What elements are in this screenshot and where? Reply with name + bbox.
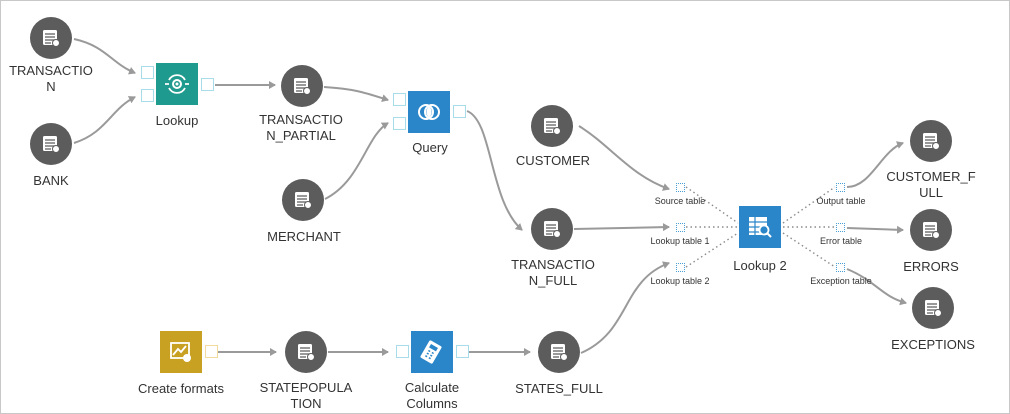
output-table-label: Output table <box>816 196 866 206</box>
lookup-table-2-port[interactable] <box>676 263 685 272</box>
create-formats-output-port[interactable] <box>205 345 218 358</box>
exception-table-port[interactable] <box>836 263 845 272</box>
edge-states-full-lookup2 <box>580 261 670 354</box>
lookup-output-port[interactable] <box>201 78 214 91</box>
table-icon <box>295 192 312 209</box>
query-output-port[interactable] <box>453 105 466 118</box>
transaction-partial-node[interactable] <box>281 65 323 107</box>
edge-merchant-query <box>324 122 389 200</box>
calculator-icon <box>420 340 442 364</box>
lookup-table-1-label: Lookup table 1 <box>650 236 710 246</box>
calculate-columns-label: Calculate Columns <box>404 380 460 411</box>
transaction-partial-label: TRANSACTIO N_PARTIAL <box>259 112 343 143</box>
lookup-input-port-2[interactable] <box>141 89 154 102</box>
edge-transaction-full-lookup1 <box>573 223 670 232</box>
transaction-full-label: TRANSACTIO N_FULL <box>511 257 595 288</box>
query-icon <box>418 104 440 120</box>
edge-transaction-lookup <box>73 38 136 75</box>
edge-output-customer-full <box>846 141 904 188</box>
states-full-label: STATES_FULL <box>515 381 603 396</box>
table-icon <box>925 300 942 317</box>
calculate-columns-node[interactable] <box>411 331 453 373</box>
query-input-port-1[interactable] <box>393 93 406 106</box>
edge-exception-exceptions <box>846 268 907 306</box>
lookup-input-port-1[interactable] <box>141 66 154 79</box>
edge-transaction-partial-query <box>323 86 389 102</box>
lookup2-node[interactable] <box>739 206 781 248</box>
source-table-port[interactable] <box>676 183 685 192</box>
customer-full-node[interactable] <box>910 120 952 162</box>
lookup-table-icon <box>749 217 772 238</box>
create-formats-node[interactable] <box>160 331 202 373</box>
table-icon <box>923 133 940 150</box>
query-label: Query <box>412 140 448 155</box>
exceptions-node[interactable] <box>912 287 954 329</box>
transaction-node[interactable] <box>30 17 72 59</box>
error-table-port[interactable] <box>836 223 845 232</box>
statepopulation-node[interactable] <box>285 331 327 373</box>
states-full-node[interactable] <box>538 331 580 373</box>
calculate-input-port[interactable] <box>396 345 409 358</box>
bank-label: BANK <box>33 173 69 188</box>
table-icon <box>43 30 60 47</box>
table-icon <box>43 136 60 153</box>
edge-customer-source <box>578 125 670 191</box>
customer-node[interactable] <box>531 105 573 147</box>
table-icon <box>294 78 311 95</box>
exceptions-label: EXCEPTIONS <box>891 337 975 352</box>
exception-table-label: Exception table <box>810 276 872 286</box>
table-icon <box>544 118 561 135</box>
edge-error-errors <box>846 225 904 234</box>
calculate-output-port[interactable] <box>456 345 469 358</box>
table-icon <box>551 344 568 361</box>
lookup-icon <box>165 74 189 94</box>
lookup-label: Lookup <box>155 113 199 128</box>
output-table-port[interactable] <box>836 183 845 192</box>
table-icon <box>923 222 940 239</box>
merchant-node[interactable] <box>282 179 324 221</box>
query-node[interactable] <box>408 91 450 133</box>
transaction-label: TRANSACTIO N <box>9 63 93 94</box>
bank-node[interactable] <box>30 123 72 165</box>
statepopulation-label: STATEPOPULA TION <box>259 380 353 411</box>
error-table-label: Error table <box>819 236 863 246</box>
merchant-label: MERCHANT <box>267 229 341 244</box>
edge-query-transaction-full <box>466 110 523 231</box>
table-icon <box>544 221 561 238</box>
table-icon <box>298 344 315 361</box>
formats-icon <box>170 342 191 362</box>
source-table-label: Source table <box>654 196 706 206</box>
create-formats-label: Create formats <box>138 381 224 396</box>
lookup2-label: Lookup 2 <box>733 258 787 273</box>
lookup-table-1-port[interactable] <box>676 223 685 232</box>
lookup-table-2-label: Lookup table 2 <box>650 276 710 286</box>
lookup-node[interactable] <box>156 63 198 105</box>
customer-full-label: CUSTOMER_F ULL <box>886 169 976 200</box>
edge-bank-lookup <box>73 96 136 144</box>
customer-label: CUSTOMER <box>515 153 591 168</box>
errors-label: ERRORS <box>903 259 959 274</box>
errors-node[interactable] <box>910 209 952 251</box>
transaction-full-node[interactable] <box>531 208 573 250</box>
query-input-port-2[interactable] <box>393 117 406 130</box>
